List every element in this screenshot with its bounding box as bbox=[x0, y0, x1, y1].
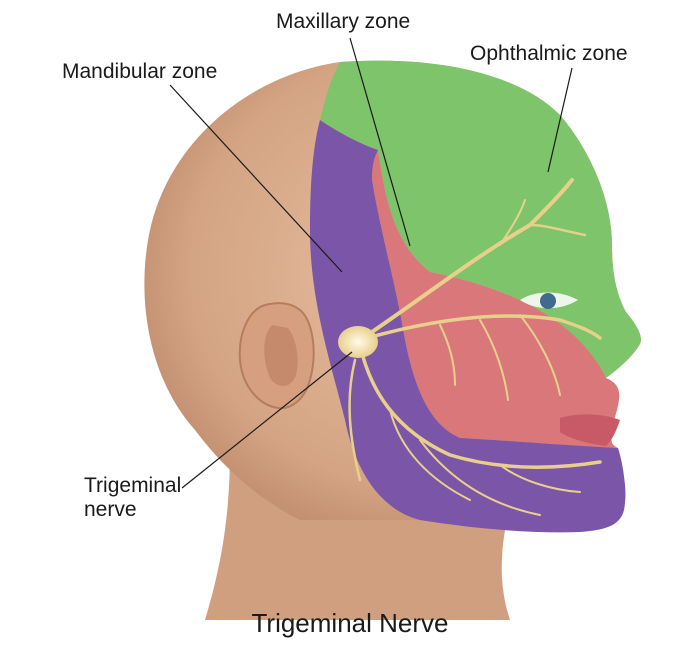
leader-maxillary bbox=[349, 37, 411, 247]
label-trigeminal-line1: Trigeminal bbox=[84, 474, 182, 497]
ear-inner bbox=[264, 325, 298, 386]
lips bbox=[560, 414, 620, 446]
diagram-title: Trigeminal Nerve bbox=[251, 608, 449, 638]
label-maxillary-zone: Maxillary zone bbox=[276, 10, 411, 33]
maxillary-zone bbox=[372, 150, 620, 448]
label-ophthalmic-zone: Ophthalmic zone bbox=[470, 42, 628, 65]
leader-trigeminal bbox=[181, 351, 353, 489]
mandibular-zone bbox=[310, 120, 626, 533]
nerve-branches bbox=[348, 178, 602, 516]
trigeminal-ganglion bbox=[338, 326, 378, 358]
leader-mandibular bbox=[169, 84, 343, 273]
label-mandibular-zone: Mandibular zone bbox=[62, 60, 218, 83]
leader-lines bbox=[169, 37, 573, 489]
eye-iris bbox=[540, 293, 556, 309]
label-trigeminal-nerve: Trigeminal nerve bbox=[84, 474, 204, 522]
leader-ophthalmic bbox=[547, 67, 573, 173]
label-trigeminal-line2: nerve bbox=[84, 498, 137, 521]
